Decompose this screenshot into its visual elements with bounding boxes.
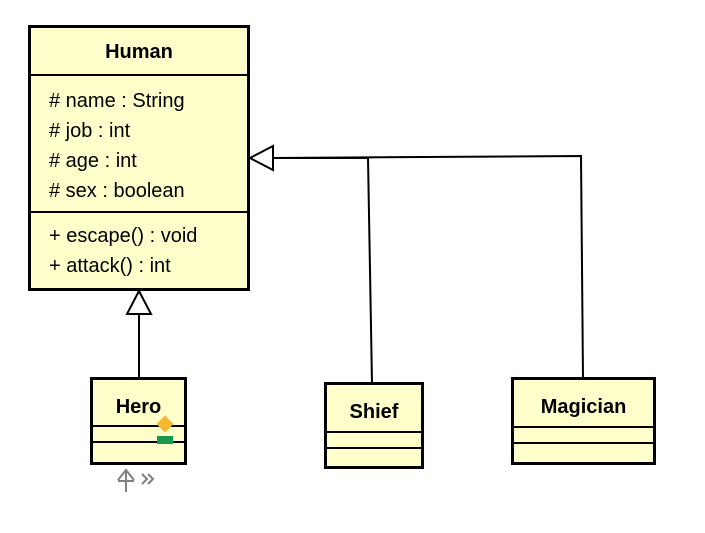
class-human[interactable]: Human # name : String # job : int # age … (28, 25, 250, 291)
attribute-sex: # sex : boolean (49, 180, 185, 202)
attribute-age: # age : int (49, 150, 137, 172)
class-shief[interactable]: Shief (324, 382, 424, 469)
generalization-line-shief[interactable] (273, 157, 373, 384)
attributes-compartment: # name : String # job : int # age : int … (31, 74, 247, 211)
class-magician[interactable]: Magician (511, 377, 656, 465)
attribute-name: # name : String (49, 90, 185, 112)
generalization-line-magician[interactable] (272, 154, 584, 379)
operations-compartment (93, 441, 184, 459)
class-name-hero: Hero (115, 396, 162, 418)
class-name-human: Human (105, 41, 173, 63)
operation-marker-rect-icon (157, 436, 173, 444)
operations-compartment: + escape() : void + attack() : int (31, 211, 247, 281)
generalization-arrowhead-hero (125, 288, 153, 315)
class-hero[interactable]: Hero (90, 377, 187, 465)
attributes-compartment (514, 426, 653, 442)
operation-escape: + escape() : void (49, 225, 198, 247)
class-name-shief: Shief (349, 401, 399, 423)
double-chevron-icon[interactable] (141, 473, 155, 485)
attributes-compartment (327, 431, 421, 447)
class-name-magician: Magician (540, 396, 627, 418)
attribute-job: # job : int (49, 120, 131, 142)
operations-compartment (327, 447, 421, 465)
operation-attack: + attack() : int (49, 255, 171, 277)
operations-compartment (514, 442, 653, 460)
attributes-compartment (93, 425, 184, 441)
generalization-arrowhead-shared (247, 144, 274, 172)
drag-handle-icon[interactable] (117, 468, 135, 492)
